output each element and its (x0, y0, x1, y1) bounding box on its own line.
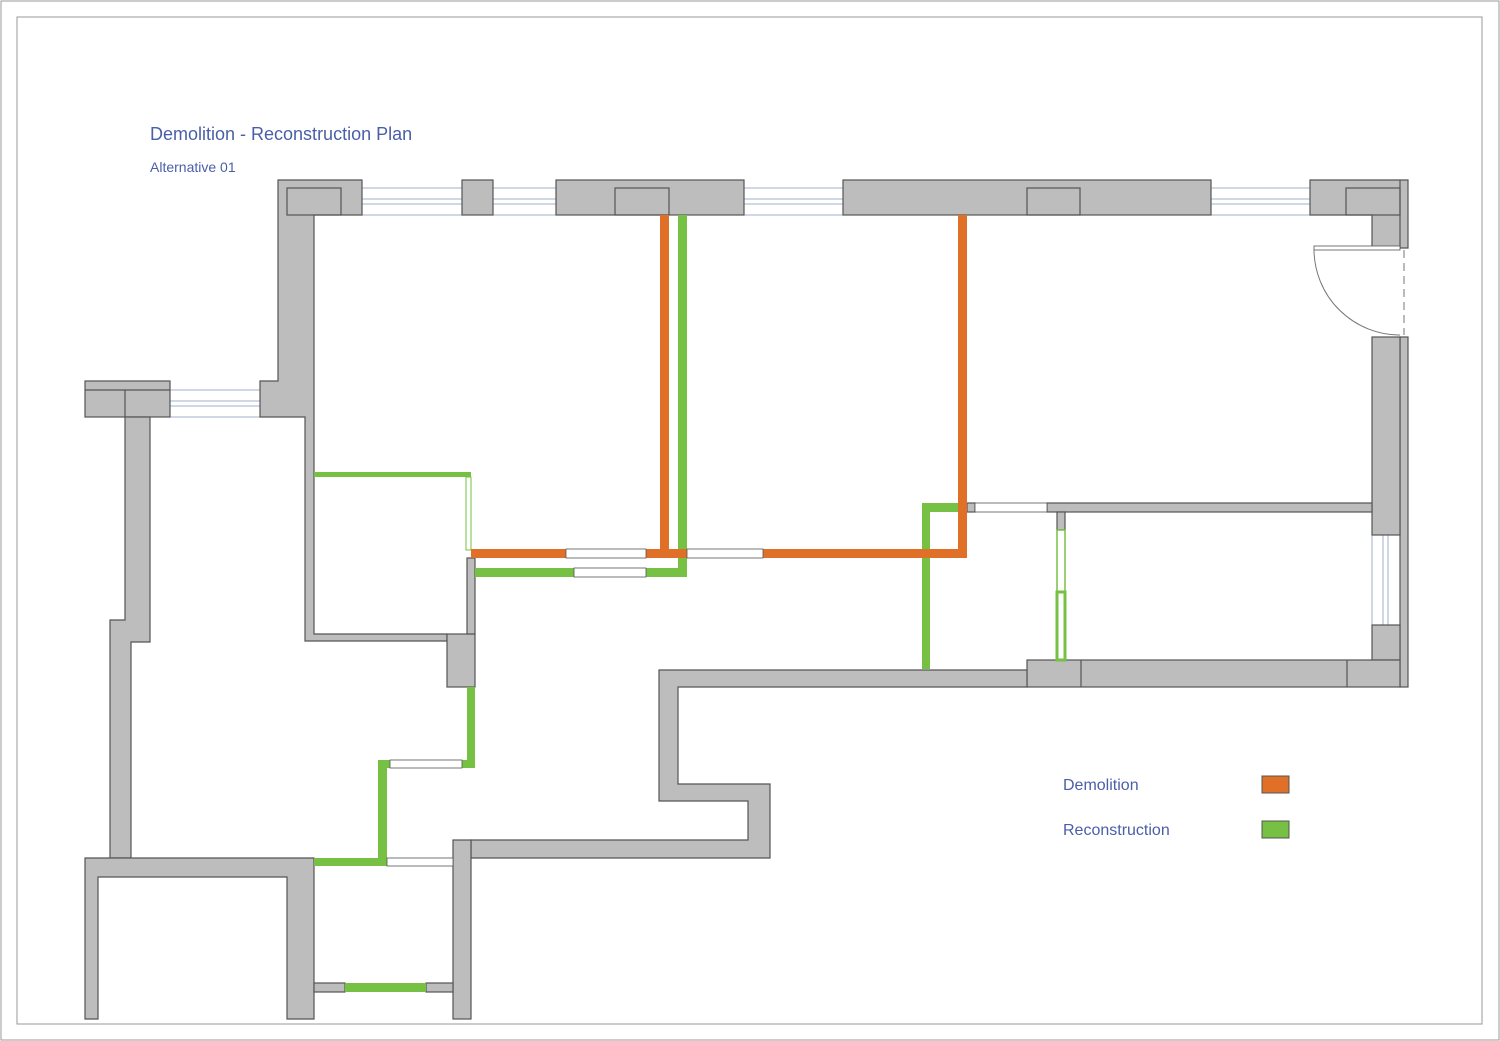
legend-swatch-demolition (1261, 775, 1290, 794)
entrance-door (1313, 245, 1405, 336)
plan-title: Demolition - Reconstruction Plan (150, 124, 413, 144)
reconstruction-walls (314, 215, 1067, 992)
legend-label-reconstruction: Reconstruction (1063, 822, 1170, 839)
legend-label-demolition: Demolition (1063, 777, 1139, 794)
drawing-frame (16, 16, 1483, 1025)
existing-walls (84, 179, 1409, 1020)
plan-subtitle: Alternative 01 (150, 159, 236, 175)
demolition-walls (471, 215, 967, 559)
windows (169, 187, 1401, 626)
legend-swatch-reconstruction (1261, 820, 1290, 839)
